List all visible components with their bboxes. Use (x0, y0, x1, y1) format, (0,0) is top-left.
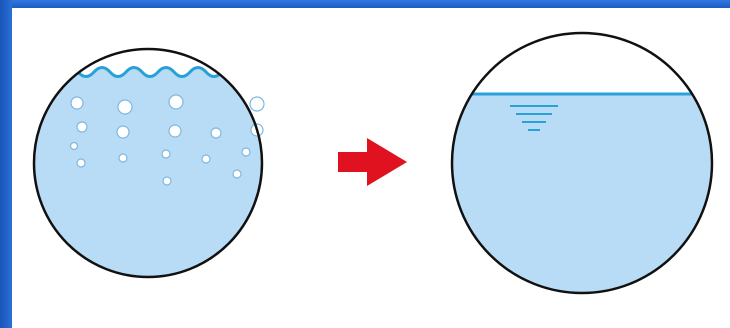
still-water-icon (440, 33, 730, 314)
bubble (71, 97, 83, 109)
bubble (119, 154, 127, 162)
left-water-surface (30, 68, 270, 77)
bubble (77, 122, 87, 132)
aerated-water-icon (30, 49, 270, 290)
bubble (77, 159, 85, 167)
bubble (71, 143, 78, 150)
bubble (211, 128, 221, 138)
bubble (163, 177, 171, 185)
arrow-right-icon (338, 138, 407, 186)
right-water-fill (440, 94, 730, 314)
bubble (117, 126, 129, 138)
bubble (233, 170, 241, 178)
bubble (202, 155, 210, 163)
left-water-fill (30, 68, 270, 291)
bubble (169, 125, 181, 137)
bubble (162, 150, 170, 158)
bubble (169, 95, 183, 109)
bubble (242, 148, 250, 156)
bubble (250, 97, 264, 111)
bubble (118, 100, 132, 114)
